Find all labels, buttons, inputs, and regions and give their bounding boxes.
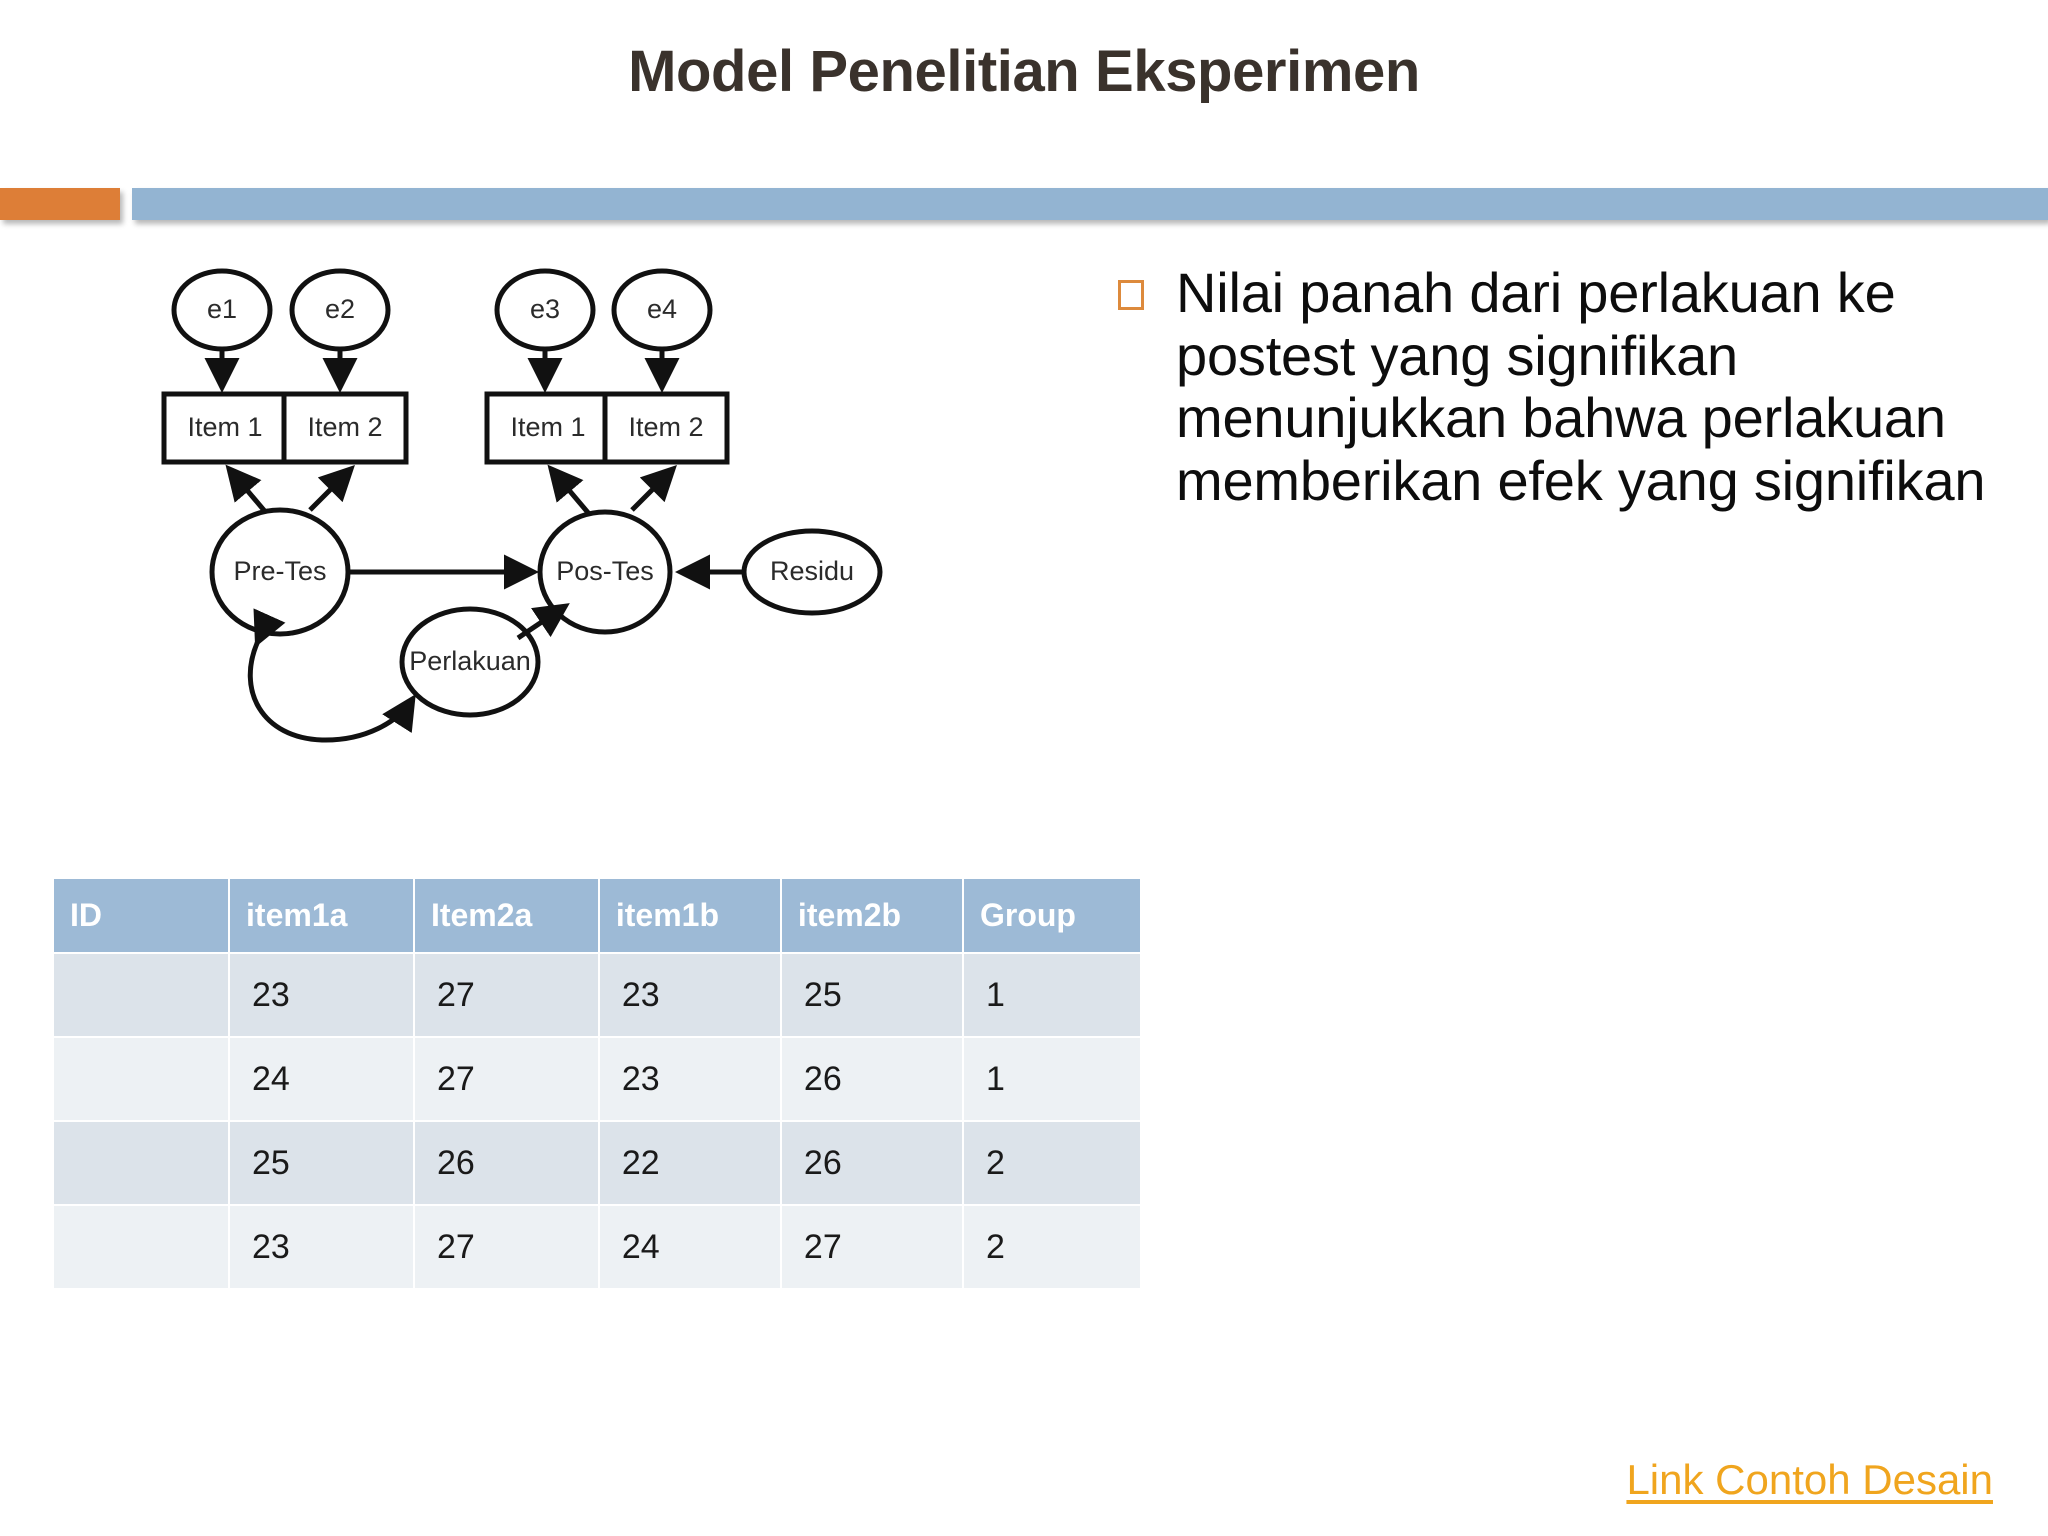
edge-postest-item2 [630,465,677,512]
node-e4-label: e4 [647,294,677,324]
col-header-item1b[interactable]: item1b [599,879,780,952]
cell-item1a: 23 [230,954,413,1036]
node-residu-label: Residu [770,556,854,586]
box-item1-pretest [161,391,289,465]
cell-item1b: 24 [599,1206,780,1288]
col-header-item2a[interactable]: Item2a [414,879,598,952]
node-e3-label: e3 [530,294,560,324]
cell-item2a: 27 [414,1206,598,1288]
col-header-item1a[interactable]: item1a [230,879,413,952]
cell-id [54,1206,229,1288]
edge-pretest-perlakuan-covariance [247,608,416,743]
edge-postest-item1 [547,464,592,517]
node-postest-label: Pos-Tes [556,556,654,586]
node-pretest-label: Pre-Tes [233,556,326,586]
cell-item2b: 26 [781,1122,962,1204]
node-e1-label: e1 [207,294,237,324]
cell-item1b: 22 [599,1122,780,1204]
edge-pretest-item2 [308,465,355,512]
cell-item2a: 27 [414,1038,598,1120]
node-e3 [494,268,596,352]
cell-id [54,1122,229,1204]
node-postest [537,509,673,635]
table-row[interactable]: 23 27 23 25 1 [54,954,1140,1036]
cell-item1a: 24 [230,1038,413,1120]
bullet-block: Nilai panah dari perlakuan ke postest ya… [1118,261,1998,513]
table-row[interactable]: 23 27 24 27 2 [54,1206,1140,1288]
table-row[interactable]: 24 27 23 26 1 [54,1038,1140,1120]
cell-item1a: 23 [230,1206,413,1288]
design-example-link[interactable]: Link Contoh Desain [1626,1456,1993,1503]
data-table: ID item1a Item2a item1b item2b Group 23 … [52,877,1142,1290]
cell-item2a: 27 [414,954,598,1036]
edge-perlakuan-postest [516,603,570,641]
cell-group: 2 [963,1206,1140,1288]
sem-path-diagram: e1 e2 e3 e4 Item 1 Item 2 Item 1 Item 2 [150,260,1050,820]
table-row[interactable]: 25 26 22 26 2 [54,1122,1140,1204]
col-header-item2b[interactable]: item2b [781,879,962,952]
accent-bar-blue [132,188,2048,220]
cell-item2a: 26 [414,1122,598,1204]
node-e4 [611,268,713,352]
box-item1-postest [484,391,612,465]
cell-item1a: 25 [230,1122,413,1204]
box-item2-pretest-label: Item 2 [307,412,382,442]
cell-group: 1 [963,954,1140,1036]
page-title: Model Penelitian Eksperimen [628,39,1420,104]
cell-item1b: 23 [599,1038,780,1120]
box-item2-pretest [281,391,409,465]
col-header-group[interactable]: Group [963,879,1140,952]
cell-group: 1 [963,1038,1140,1120]
cell-item2b: 27 [781,1206,962,1288]
node-e2 [289,268,391,352]
table-header-row: ID item1a Item2a item1b item2b Group [54,879,1140,952]
node-e2-label: e2 [325,294,355,324]
cell-item2b: 26 [781,1038,962,1120]
accent-bar-orange [0,188,120,220]
box-item1-pretest-label: Item 1 [187,412,262,442]
open-square-bullet-icon [1118,280,1144,310]
box-item2-postest [602,391,730,465]
edge-pretest-item1 [225,464,270,517]
box-item2-postest-label: Item 2 [628,412,703,442]
node-residu [741,528,883,616]
cell-group: 2 [963,1122,1140,1204]
cell-id [54,954,229,1036]
cell-id [54,1038,229,1120]
bullet-text: Nilai panah dari perlakuan ke postest ya… [1176,261,1986,513]
cell-item2b: 25 [781,954,962,1036]
node-perlakuan-label: Perlakuan [409,646,531,676]
col-header-id[interactable]: ID [54,879,229,952]
node-e1 [171,268,273,352]
cell-item1b: 23 [599,954,780,1036]
box-item1-postest-label: Item 1 [510,412,585,442]
